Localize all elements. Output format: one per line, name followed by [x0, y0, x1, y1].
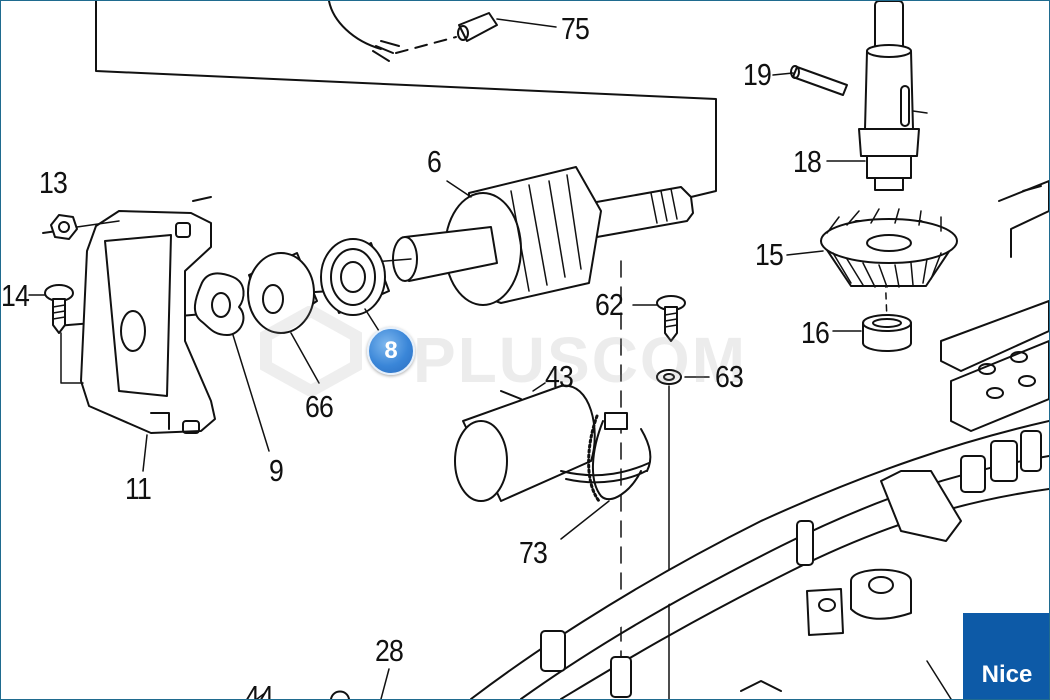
- part-8-hotspot-badge[interactable]: 8: [367, 327, 415, 375]
- part-16-bushing: [832, 314, 912, 352]
- label-part-63: 63: [715, 359, 744, 394]
- label-part-62: 62: [595, 287, 624, 322]
- label-part-18: 18: [793, 144, 822, 179]
- part-15-bevel-gear: [786, 208, 958, 288]
- label-part-16: 16: [801, 315, 830, 350]
- watermark-logo: [260, 306, 362, 396]
- brand-logo: Nice: [963, 613, 1049, 699]
- part-6-rotor: [360, 166, 694, 306]
- part-63-washer: [656, 369, 710, 385]
- part-14-screw: [28, 284, 84, 384]
- part-19-roll-pin: [772, 65, 848, 96]
- label-part-15: 15: [755, 237, 784, 272]
- label-part-9: 9: [269, 453, 284, 488]
- label-part-6: 6: [427, 144, 442, 179]
- part-66-bearing: [247, 252, 320, 384]
- label-part-73: 73: [519, 535, 548, 570]
- part-9-spring-washer: [194, 272, 270, 452]
- label-part-14: 14: [1, 278, 30, 313]
- label-part-11: 11: [125, 471, 152, 506]
- label-part-13: 13: [39, 165, 68, 200]
- part-18-shaft: [826, 1, 928, 191]
- part-73-cable-tie: [560, 412, 652, 540]
- part-11-end-cap: [42, 196, 216, 472]
- label-part-43: 43: [545, 359, 574, 394]
- part-13-nut: [50, 214, 120, 240]
- label-part-19: 19: [743, 57, 772, 92]
- label-part-28: 28: [375, 633, 404, 668]
- label-part-44: 44: [245, 679, 274, 700]
- part-62-screw: [632, 295, 686, 342]
- part-43-capacitor: [454, 382, 596, 502]
- part-28-44-leaders: [256, 668, 390, 699]
- part-8-bearing: [320, 238, 390, 332]
- label-part-66: 66: [305, 389, 334, 424]
- watermark-text: PLUSCOM: [413, 324, 747, 396]
- gear-housing-base: [470, 420, 1049, 699]
- part-75-pin: [457, 12, 557, 42]
- label-part-75: 75: [561, 11, 590, 46]
- mounting-bracket: [940, 180, 1049, 432]
